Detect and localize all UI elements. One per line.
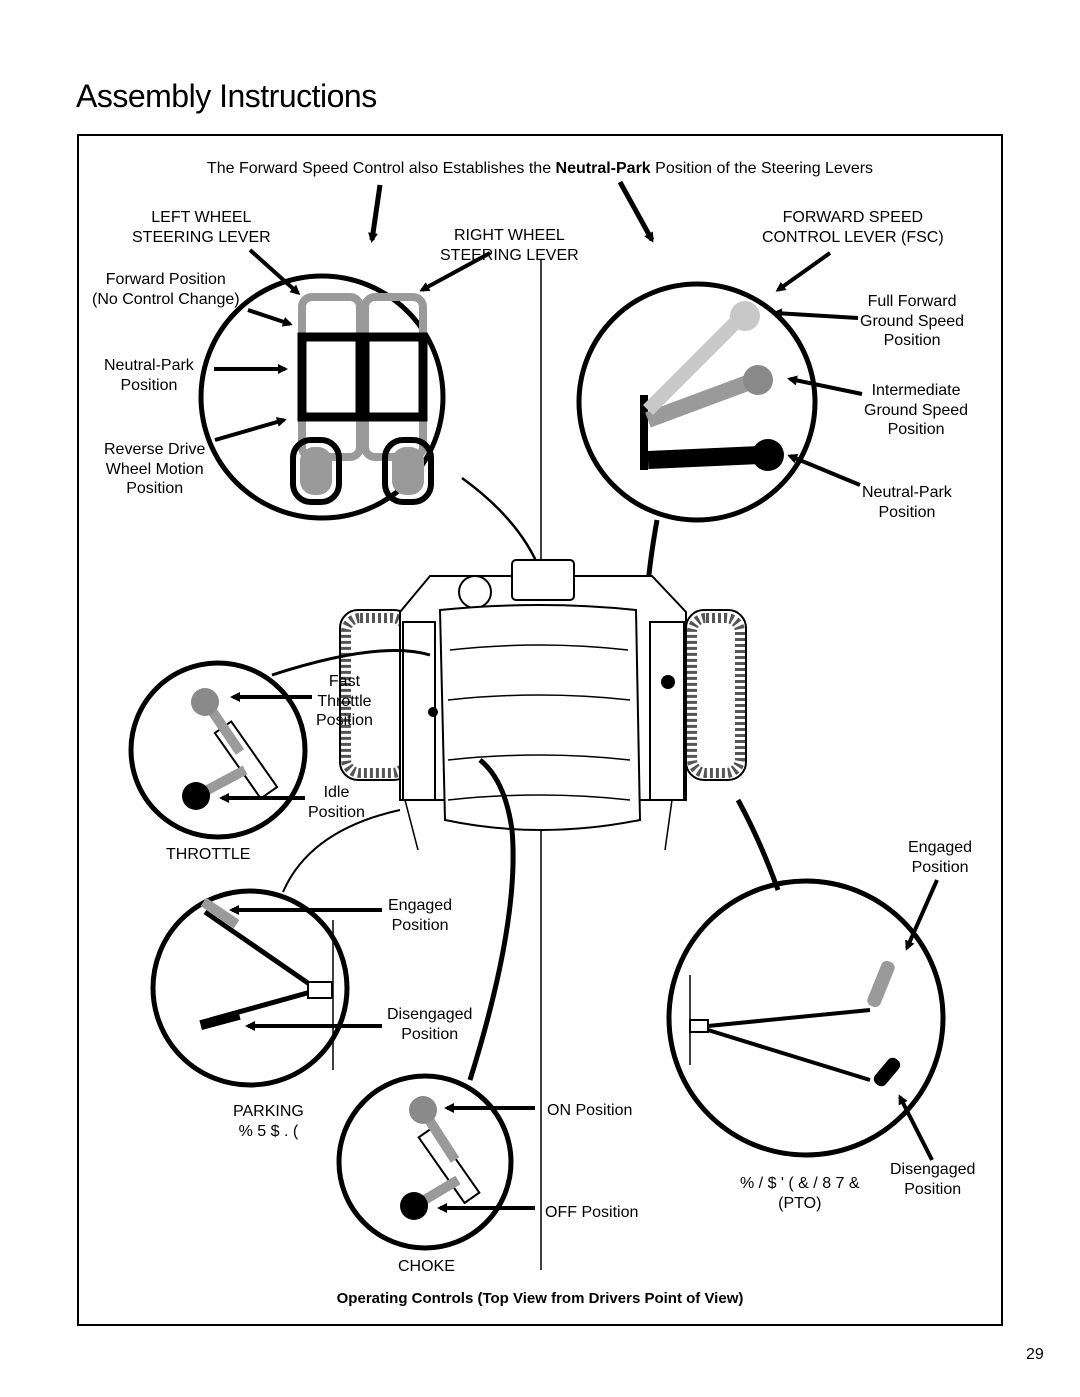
header-line: The Forward Speed Control also Establish… — [206, 160, 874, 177]
steering-levers-illustration — [290, 293, 434, 505]
parking-label: PARKING% 5 $ . ( — [233, 1103, 304, 1140]
parking-circle — [150, 888, 350, 1088]
mower-top-view — [339, 559, 747, 831]
page-number: 29 — [1026, 1346, 1044, 1363]
throttle-circle — [128, 660, 308, 840]
arrow-forward — [247, 308, 293, 327]
pto-lever-illustration — [689, 960, 901, 1087]
arrow-fsc — [775, 251, 832, 292]
arrow-pto-engaged — [905, 879, 939, 951]
forward-position-label: Forward Position(No Control Change) — [92, 271, 240, 308]
arrow-intermediate — [787, 375, 863, 396]
choke-label: CHOKE — [398, 1258, 455, 1275]
arrow-left-lever — [248, 248, 301, 296]
choke-off-label: OFF Position — [545, 1204, 639, 1221]
arrow-right-lever — [419, 251, 491, 292]
choke-circle — [336, 1073, 514, 1251]
arrow-fsc-neutral — [787, 454, 861, 487]
arrow-full-forward — [772, 308, 859, 320]
arrow-top-right — [617, 180, 655, 243]
throttle-lever-illustration — [182, 688, 279, 810]
choke-lever-illustration — [400, 1096, 481, 1220]
parking-brake-illustration — [199, 897, 334, 1070]
arrow-top-left — [368, 184, 383, 243]
pto-label: % / $ ' ( & / 8 7 &(PTO) — [740, 1175, 860, 1212]
arrow-reverse — [214, 417, 287, 442]
diagram-frame — [77, 134, 1003, 1326]
fsc-lever-illustration — [640, 301, 784, 471]
choke-on-label: ON Position — [547, 1102, 633, 1119]
arrow-pto-disengaged — [898, 1094, 934, 1161]
figure-caption: Operating Controls (Top View from Driver… — [336, 1290, 744, 1307]
throttle-label: THROTTLE — [166, 846, 251, 863]
page-title: Assembly Instructions — [76, 78, 377, 114]
